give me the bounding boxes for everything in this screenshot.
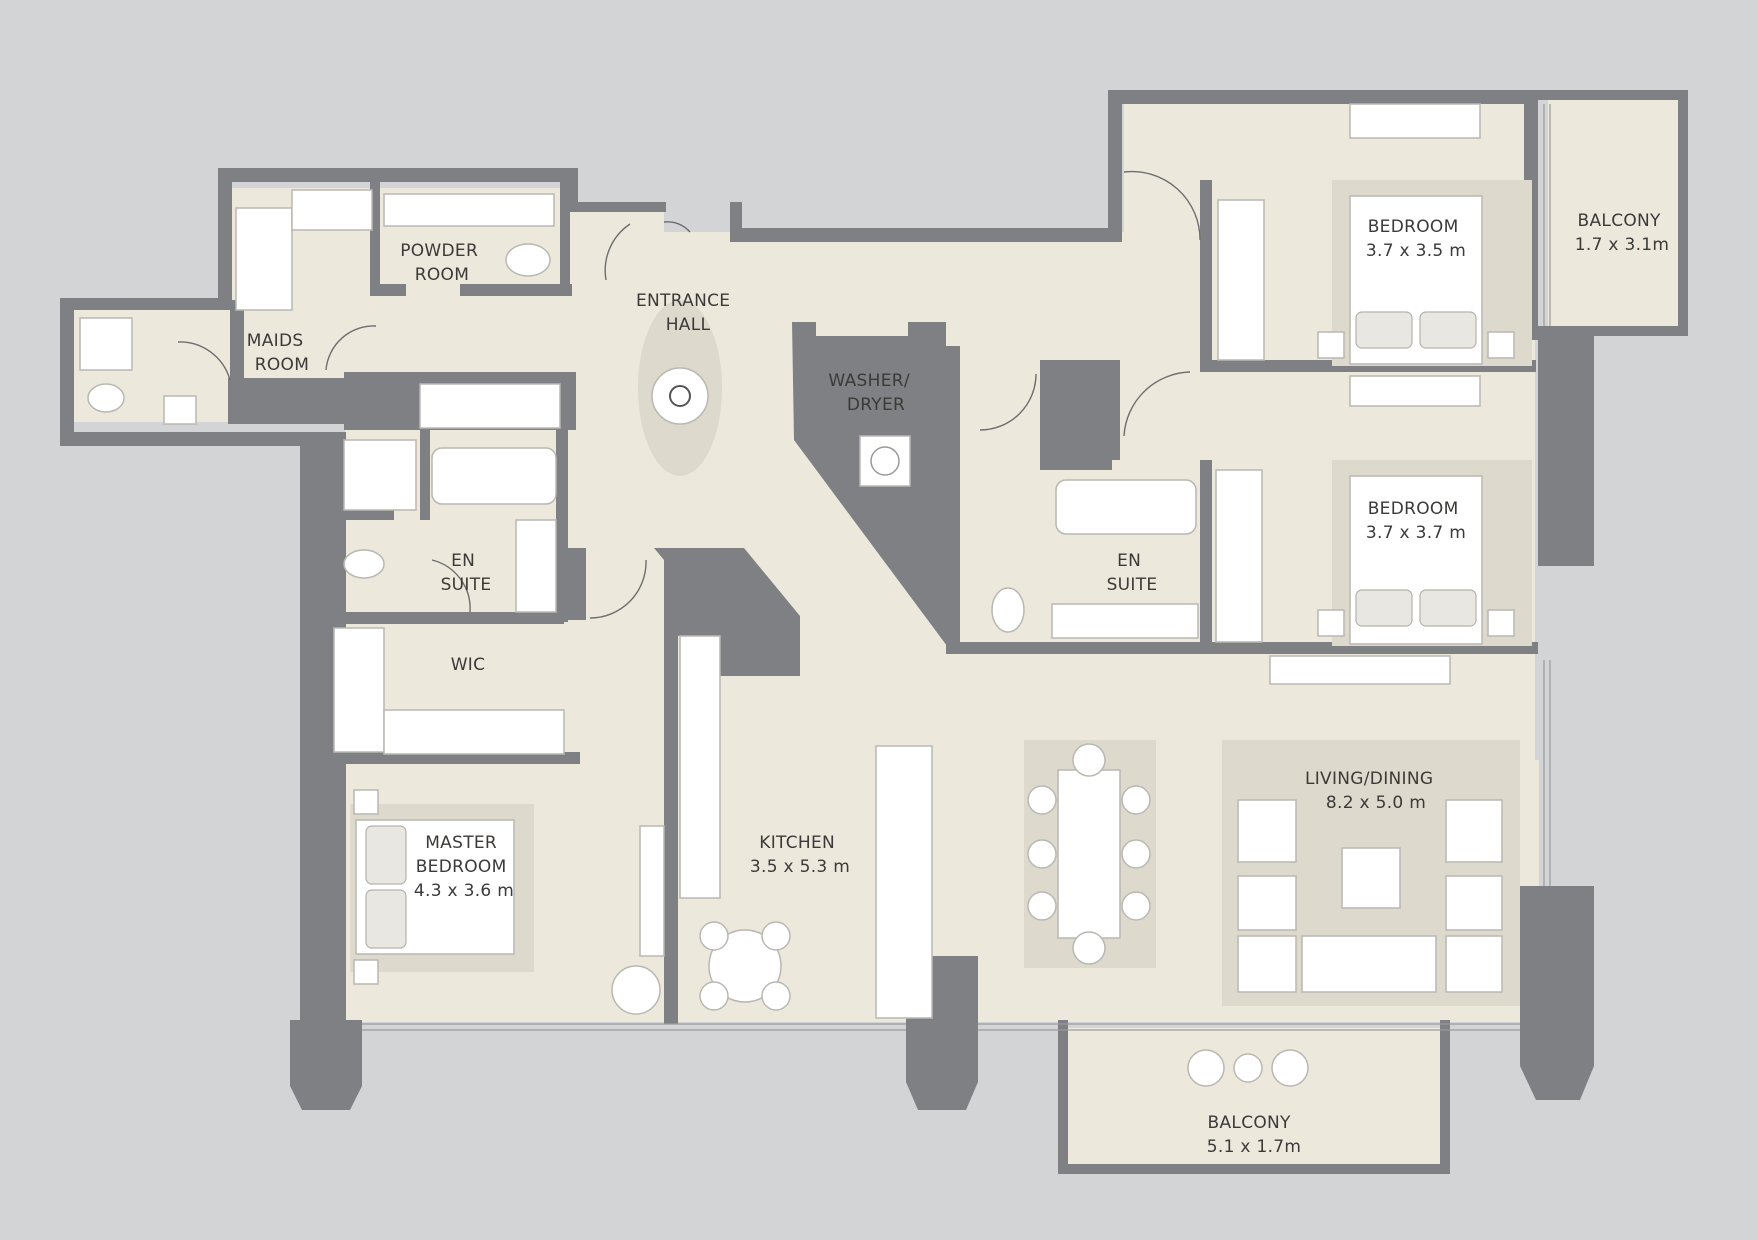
powder-vanity xyxy=(383,193,555,227)
armchair xyxy=(1445,799,1503,863)
entrance-hall-label: ENTRANCE HALL xyxy=(636,291,736,335)
bathtub-icon xyxy=(1055,479,1197,535)
tv-unit xyxy=(1349,103,1481,139)
wic-shelving-bottom xyxy=(383,709,565,755)
armchair xyxy=(1445,935,1503,993)
maids-room-label: MAIDS ROOM xyxy=(247,331,309,375)
wic-shelving-left xyxy=(333,627,385,753)
master-bedroom-label: MASTER BEDROOM 4.3 x 3.6 m xyxy=(414,833,514,901)
en-suite-1-label: EN SUITE xyxy=(441,551,492,595)
living-tv-unit xyxy=(1269,655,1451,685)
maids-bed xyxy=(235,207,293,311)
balcony-chair xyxy=(1187,1049,1225,1087)
kitchen-label: KITCHEN 3.5 x 5.3 m xyxy=(750,833,850,877)
bedroom-2-label: BEDROOM 3.7 x 3.7 m xyxy=(1366,499,1466,543)
balcony-table xyxy=(1233,1053,1263,1083)
wardrobe xyxy=(1215,469,1263,643)
shower-icon xyxy=(79,317,133,371)
toilet-icon xyxy=(505,243,551,277)
kitchen-island xyxy=(875,745,933,1019)
living-dining-label: LIVING/DINING 8.2 x 5.0 m xyxy=(1305,769,1439,813)
wardrobe-top xyxy=(419,383,561,429)
furniture xyxy=(79,103,1515,1087)
washer-icon xyxy=(859,435,911,487)
wic-label: WIC xyxy=(451,655,486,675)
nightstand xyxy=(353,959,379,985)
washer-dryer-label: WASHER/ DRYER xyxy=(828,371,915,415)
armchair xyxy=(1445,875,1503,931)
shower-icon xyxy=(343,439,417,511)
tv-unit xyxy=(1349,375,1481,407)
powder-room-label: POWDER ROOM xyxy=(400,241,484,285)
armchair xyxy=(611,965,661,1015)
balcony-1-floor xyxy=(1548,100,1678,326)
bathtub-icon xyxy=(431,447,557,505)
toilet-icon xyxy=(991,587,1025,633)
armchair xyxy=(1237,799,1297,863)
kitchen-counter xyxy=(679,635,721,899)
coffee-table xyxy=(1341,847,1401,909)
balcony-2-label: BALCONY 5.1 x 1.7m xyxy=(1207,1113,1302,1157)
glazing xyxy=(362,104,1551,1031)
en-suite-2-label: EN SUITE xyxy=(1107,551,1158,595)
armchair xyxy=(1237,935,1297,993)
sink-icon xyxy=(163,395,197,425)
kitchen-table xyxy=(708,929,782,1003)
wardrobe xyxy=(1217,199,1265,361)
kitchen-side-counter xyxy=(639,825,665,957)
sofa xyxy=(1301,935,1437,993)
balcony-2-floor xyxy=(1068,1028,1440,1164)
toilet-icon xyxy=(343,549,385,579)
entrance-table xyxy=(651,367,709,425)
doors xyxy=(177,170,1201,619)
double-vanity xyxy=(515,519,557,613)
balcony-1-label: BALCONY 1.7 x 3.1m xyxy=(1575,211,1670,255)
nightstand xyxy=(353,789,379,815)
maids-wardrobe xyxy=(291,189,373,231)
bedroom-1-label: BEDROOM 3.7 x 3.5 m xyxy=(1366,217,1466,261)
double-vanity xyxy=(1051,603,1199,639)
toilet-icon xyxy=(87,383,125,413)
dining-table xyxy=(1057,769,1121,939)
balcony-chair xyxy=(1271,1049,1309,1087)
armchair xyxy=(1237,875,1297,931)
